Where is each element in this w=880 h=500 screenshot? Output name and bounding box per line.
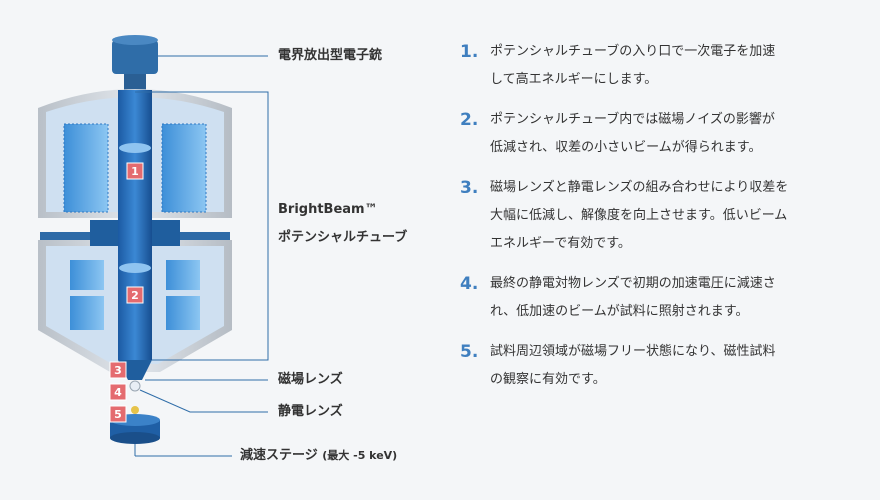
step-2: 2. ポテンシャルチューブ内では磁場ノイズの影響が 低減され、収差の小さいビーム… bbox=[460, 106, 860, 162]
svg-text:5: 5 bbox=[114, 408, 122, 421]
svg-text:1: 1 bbox=[131, 165, 139, 178]
callout-lines bbox=[134, 55, 269, 457]
step-number: 5. bbox=[460, 342, 479, 362]
step-line: れ、低加速のビームが試料に照射されます。 bbox=[490, 304, 749, 319]
step-number: 3. bbox=[460, 178, 479, 198]
specimen bbox=[131, 406, 139, 414]
step-line: 低減され、収差の小さいビームが得られます。 bbox=[490, 140, 762, 155]
svg-text:2: 2 bbox=[131, 289, 139, 302]
column-diagram: 1 2 3 4 5 電界放出型電子銃 BrightBeam™ ポテンシャルチュー… bbox=[38, 35, 408, 470]
badge-3: 3 bbox=[109, 361, 127, 379]
badge-5: 5 bbox=[109, 405, 127, 423]
lower-coil-right bbox=[166, 260, 200, 330]
electron-gun bbox=[112, 35, 158, 90]
label-brightbeam: BrightBeam™ bbox=[278, 202, 378, 217]
step-line: ポテンシャルチューブの入り口で一次電子を加速 bbox=[490, 44, 776, 59]
step-number: 2. bbox=[460, 110, 479, 130]
step-line: 磁場レンズと静電レンズの組み合わせにより収差を bbox=[490, 180, 789, 195]
step-number: 1. bbox=[460, 42, 479, 62]
badge-2: 2 bbox=[126, 286, 144, 304]
step-text: ポテンシャルチューブの入り口で一次電子を加速 して高エネルギーにします。 bbox=[490, 38, 775, 94]
label-electrostatic-lens: 静電レンズ bbox=[278, 404, 343, 419]
label-stage: 減速ステージ (最大 -5 keV) bbox=[240, 442, 397, 470]
svg-text:3: 3 bbox=[114, 364, 122, 377]
step-line: 試料周辺領域が磁場フリー状態になり、磁性試料 bbox=[490, 344, 776, 359]
badge-1: 1 bbox=[126, 162, 144, 180]
deceleration-stage bbox=[110, 414, 160, 444]
potential-tube bbox=[118, 90, 152, 380]
step-5: 5. 試料周辺領域が磁場フリー状態になり、磁性試料 の観察に有効です。 bbox=[460, 338, 860, 394]
upper-coil-right bbox=[161, 123, 207, 213]
step-text: 最終の静電対物レンズで初期の加速電圧に減速さ れ、低加速のビームが試料に照射され… bbox=[490, 270, 776, 326]
step-line: の観察に有効です。 bbox=[490, 372, 606, 387]
step-line: エネルギーで有効です。 bbox=[490, 236, 631, 251]
step-line: 大幅に低減し、解像度を向上させます。低いビーム bbox=[490, 208, 788, 223]
badge-4: 4 bbox=[109, 383, 127, 401]
step-line: して高エネルギーにします。 bbox=[490, 72, 658, 87]
column-illustration: 1 2 3 4 5 bbox=[38, 35, 269, 457]
step-3: 3. 磁場レンズと静電レンズの組み合わせにより収差を 大幅に低減し、解像度を向上… bbox=[460, 174, 860, 258]
step-text: ポテンシャルチューブ内では磁場ノイズの影響が 低減され、収差の小さいビームが得ら… bbox=[490, 106, 775, 162]
step-1: 1. ポテンシャルチューブの入り口で一次電子を加速 して高エネルギーにします。 bbox=[460, 38, 860, 94]
label-potential-tube: ポテンシャルチューブ bbox=[278, 230, 408, 245]
label-stage-note: (最大 -5 keV) bbox=[322, 449, 398, 462]
lower-coil-left bbox=[70, 260, 104, 330]
step-4: 4. 最終の静電対物レンズで初期の加速電圧に減速さ れ、低加速のビームが試料に照… bbox=[460, 270, 860, 326]
step-number: 4. bbox=[460, 274, 479, 294]
upper-coil-left bbox=[63, 123, 109, 213]
step-text: 磁場レンズと静電レンズの組み合わせにより収差を 大幅に低減し、解像度を向上させま… bbox=[490, 174, 788, 258]
step-text: 試料周辺領域が磁場フリー状態になり、磁性試料 の観察に有効です。 bbox=[490, 338, 775, 394]
step-line: 最終の静電対物レンズで初期の加速電圧に減速さ bbox=[490, 276, 776, 291]
label-stage-main: 減速ステージ bbox=[240, 448, 318, 463]
electrostatic-lens-element bbox=[129, 380, 141, 392]
step-line: ポテンシャルチューブ内では磁場ノイズの影響が bbox=[490, 112, 775, 127]
svg-text:4: 4 bbox=[114, 386, 122, 399]
label-gun: 電界放出型電子銃 bbox=[278, 48, 383, 63]
label-magnetic-lens: 磁場レンズ bbox=[278, 372, 343, 387]
steps-list: 1. ポテンシャルチューブの入り口で一次電子を加速 して高エネルギーにします。 … bbox=[460, 38, 860, 406]
